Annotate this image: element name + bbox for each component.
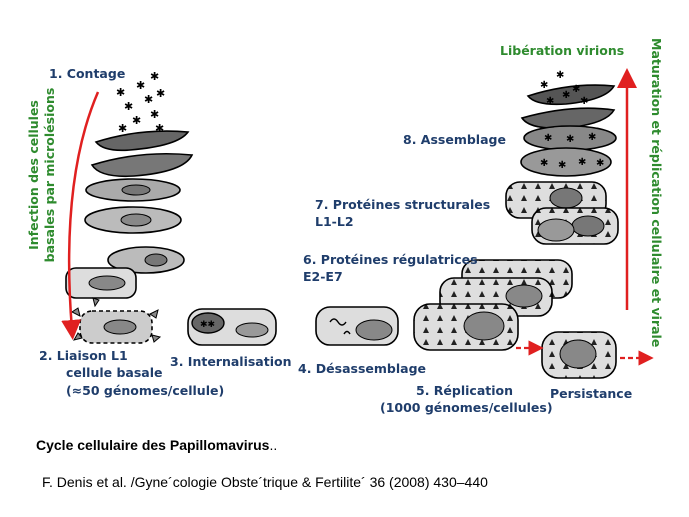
- side-label-maturation: Maturation et réplication cellulaire et …: [649, 38, 664, 348]
- endosome: [191, 312, 225, 334]
- caption-title-text: Cycle cellulaire des Papillomavirus: [36, 437, 270, 453]
- squame-cell-2: [90, 152, 194, 178]
- side-label-infection: Infection des cellules basales par micro…: [26, 80, 58, 270]
- label-replication: 5. Réplication: [416, 383, 514, 398]
- side-label-infection-line1: Infection des cellules: [26, 100, 41, 250]
- svg-text:✱: ✱: [124, 100, 133, 113]
- label-proteines-regulatrices: 6. Protéines régulatrices: [303, 252, 478, 267]
- svg-text:✱: ✱: [544, 133, 552, 144]
- svg-text:✱: ✱: [556, 70, 564, 81]
- internalisation-cell-group: ✱✱: [187, 308, 277, 346]
- svg-text:✱: ✱: [540, 80, 548, 91]
- svg-text:✱: ✱: [155, 122, 164, 135]
- infection-arrow: [61, 91, 100, 340]
- assembly-cell-4: [520, 147, 612, 177]
- citation: F. Denis et al. /Gyne´cologie Obste´triq…: [42, 474, 488, 490]
- assembly-squame-2: [520, 107, 616, 130]
- label-assemblage: 8. Assemblage: [403, 132, 506, 147]
- svg-text:✱: ✱: [546, 96, 554, 107]
- label-liaison-l1: 2. Liaison L1: [39, 348, 128, 363]
- label-genomes-cellules: (1000 génomes/cellules): [380, 400, 553, 415]
- caption-title-suffix: ..: [269, 437, 278, 453]
- svg-text:✱: ✱: [596, 158, 604, 169]
- caption-title: Cycle cellulaire des Papillomavirus..: [36, 437, 277, 453]
- svg-text:✱✱: ✱✱: [200, 320, 215, 330]
- virion-particles: ✱✱✱ ✱✱✱ ✱✱✱ ✱: [116, 70, 165, 135]
- assembled-virions: ✱✱✱ ✱✱✱ ✱✱✱ ✱✱✱✱: [540, 70, 604, 171]
- label-desassemblage: 4. Désassemblage: [298, 361, 427, 376]
- arrows: [61, 68, 654, 366]
- label-contage: 1. Contage: [49, 66, 126, 81]
- assembly-squame-1: [526, 84, 616, 106]
- svg-text:✱: ✱: [562, 90, 570, 101]
- label-persistance: Persistance: [550, 386, 633, 401]
- svg-text:✱: ✱: [588, 132, 596, 143]
- svg-text:✱: ✱: [566, 134, 574, 145]
- label-liberation-virions: Libération virions: [500, 43, 625, 58]
- side-label-infection-line2: basales par microlésions: [42, 87, 57, 263]
- squame-cell-1: [94, 130, 190, 152]
- svg-text:✱: ✱: [132, 114, 141, 127]
- svg-text:✱: ✱: [572, 84, 580, 95]
- label-internalisation: 3. Internalisation: [170, 354, 292, 369]
- svg-text:✱: ✱: [578, 157, 586, 168]
- label-e2-e7: E2-E7: [303, 269, 343, 284]
- svg-text:✱: ✱: [116, 86, 125, 99]
- svg-text:✱: ✱: [580, 96, 588, 107]
- label-cellule-basale: cellule basale: [66, 365, 163, 380]
- label-genomes-cellule: (≈50 génomes/cellule): [66, 383, 225, 398]
- svg-text:✱: ✱: [136, 79, 145, 92]
- svg-text:✱: ✱: [150, 70, 159, 83]
- svg-text:✱: ✱: [118, 122, 127, 135]
- structural-protein-stack: [505, 181, 619, 245]
- replication-stack: [413, 259, 573, 351]
- svg-text:✱: ✱: [144, 93, 153, 106]
- svg-text:✱: ✱: [558, 160, 566, 171]
- uncoating-cell-group: [315, 306, 399, 346]
- svg-text:✱: ✱: [156, 87, 165, 100]
- assembly-stack: ✱✱✱ ✱✱✱ ✱✱✱ ✱✱✱✱: [520, 70, 617, 177]
- svg-text:✱: ✱: [150, 108, 159, 121]
- label-proteines-structurales: 7. Protéines structurales: [315, 197, 491, 212]
- svg-text:✱: ✱: [540, 158, 548, 169]
- label-l1-l2: L1-L2: [315, 214, 354, 229]
- left-cell-column: ✱✱✱ ✱✱✱ ✱✱✱ ✱: [65, 70, 194, 344]
- persistence-cell-group: [541, 331, 617, 379]
